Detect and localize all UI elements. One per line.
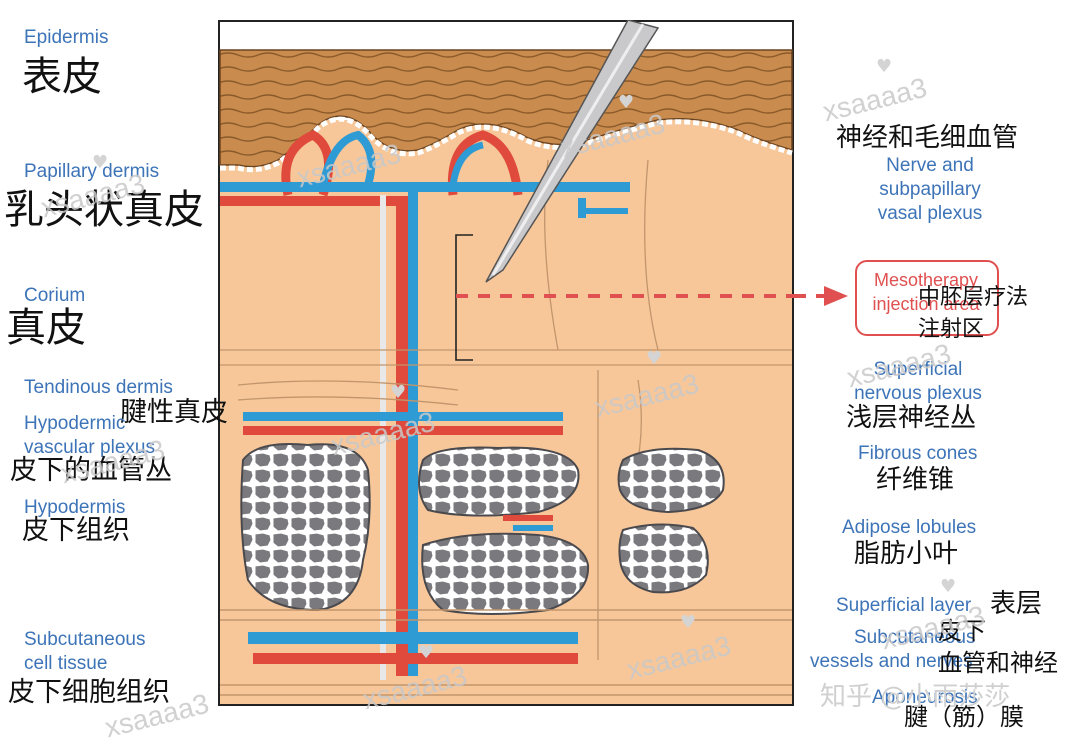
- heart-icon: ♥: [940, 576, 957, 597]
- label-fibrous-zh: 纤维锥: [876, 465, 955, 495]
- label-hypodermic-zh: 皮下的血管丛: [10, 455, 172, 486]
- brand-watermark: 知乎 @小雨莎莎: [820, 682, 1011, 712]
- heart-icon: ♥: [876, 56, 893, 77]
- watermark: xsaaaa3: [819, 71, 930, 128]
- label-nerve-zh: 神经和毛细血管: [836, 123, 1019, 153]
- label-hypodermic-en2: vascular plexus: [24, 437, 155, 458]
- heart-icon: ♥: [390, 382, 407, 403]
- label-aponeurosis-en: Aponeurosis: [872, 687, 978, 708]
- skin-cross-section-diagram: [218, 20, 794, 706]
- label-superficial-layer-zh: 表层: [990, 589, 1043, 619]
- label-fibrous-en: Fibrous cones: [858, 443, 978, 464]
- label-subcut-en1: Subcutaneous: [24, 629, 146, 650]
- heart-icon: ♥: [646, 348, 663, 369]
- label-tendinous-zh: 腱性真皮: [120, 397, 228, 428]
- label-meso-en1: Mesotherapy: [873, 270, 979, 290]
- injection-arrow-head: [794, 286, 848, 306]
- label-meso-zh2: 注射区: [918, 317, 985, 342]
- label-nerve-en2: subpapillary: [879, 179, 981, 200]
- label-meso-en2: injection area: [872, 294, 980, 314]
- subcutaneous-vessels: [248, 632, 578, 664]
- label-adipose-en: Adipose lobules: [842, 517, 977, 538]
- artery-trunk: [396, 196, 408, 676]
- hypodermic-plexus: [243, 412, 563, 435]
- heart-icon: ♥: [418, 642, 435, 663]
- heart-icon: ♥: [680, 612, 697, 633]
- label-subcut-en2: cell tissue: [24, 653, 108, 674]
- needle: [485, 20, 660, 283]
- papillary-capillaries: [281, 129, 523, 197]
- label-subcut-vessels-en2: vessels and nerves: [810, 651, 973, 672]
- label-hypodermic-en1: Hypodermic: [24, 413, 126, 434]
- label-corium-zh: 真皮: [6, 305, 86, 351]
- label-nerve-en1: Nerve and: [886, 155, 974, 176]
- label-tendinous-en: Tendinous dermis: [24, 377, 173, 398]
- label-subcut-zh: 皮下细胞组织: [8, 677, 170, 708]
- superficial-layer: [220, 609, 792, 696]
- heart-icon: ♥: [618, 92, 635, 113]
- label-papillary-en: Papillary dermis: [24, 161, 160, 182]
- small-artery: [503, 515, 553, 521]
- label-nerve-en3: vasal plexus: [877, 203, 983, 224]
- label-subcut-vessels-zh1: 皮下: [938, 617, 986, 645]
- label-corium-en: Corium: [24, 285, 86, 306]
- label-adipose-zh: 脂肪小叶: [854, 539, 959, 569]
- subpapillary-plexus: [220, 182, 630, 218]
- mesotherapy-box: [855, 260, 999, 336]
- label-epidermis-en: Epidermis: [24, 27, 109, 48]
- label-superficial-layer-en: Superficial layer: [836, 595, 972, 616]
- mesotherapy-label: Mesotherapy injection area: [858, 268, 994, 316]
- label-superficial-nerve-en1: Superficial: [873, 359, 963, 380]
- label-hypodermis-zh: 皮下组织: [22, 515, 130, 546]
- label-papillary-zh: 乳头状真皮: [4, 187, 204, 233]
- label-superficial-nerve-zh: 浅层神经丛: [846, 403, 977, 433]
- label-subcut-vessels-zh2: 血管和神经: [938, 649, 1058, 677]
- label-superficial-nerve-en2: nervous plexus: [854, 383, 982, 404]
- adipose-lobules: [240, 443, 725, 615]
- heart-icon: ♥: [92, 152, 109, 173]
- small-vein: [513, 525, 553, 531]
- label-hypodermis-en: Hypodermis: [24, 497, 126, 518]
- label-meso-zh1: 中胚层疗法: [918, 285, 1029, 310]
- label-epidermis-zh: 表皮: [22, 54, 102, 100]
- label-aponeurosis-zh: 腱（筋）膜: [904, 703, 1024, 731]
- label-subcut-vessels-en1: Subcutaneous: [854, 627, 976, 648]
